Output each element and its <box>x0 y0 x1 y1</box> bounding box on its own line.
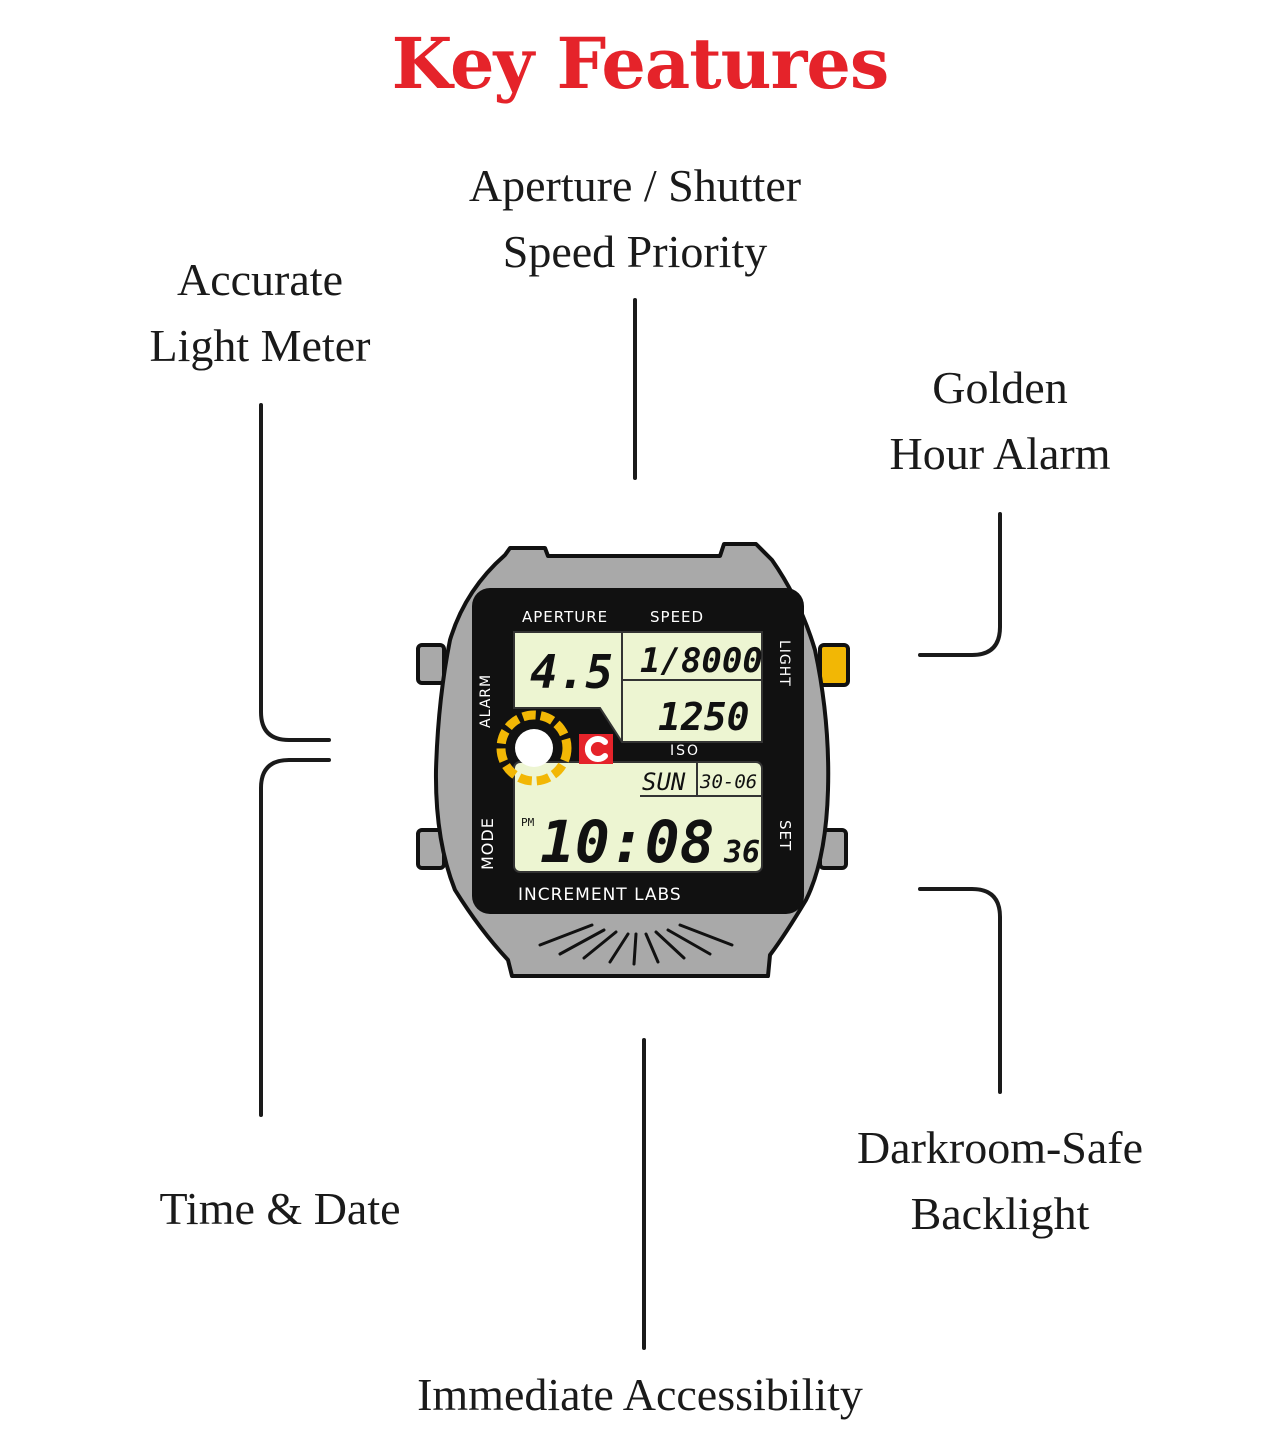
aperture-label: APERTURE <box>522 608 608 626</box>
lcd-values: 4.5 1/8000 1250 SUN 30-06 PM 10:08 36 <box>521 641 763 876</box>
feature-label-time-date: Time & Date <box>90 1176 470 1242</box>
set-label: SET <box>776 820 794 851</box>
case-grille <box>538 923 734 966</box>
light-button <box>818 643 850 687</box>
sun-icon <box>496 710 572 786</box>
feature-label-line: Accurate <box>177 254 343 305</box>
lcd-lower <box>513 761 763 873</box>
feature-label-line: Speed Priority <box>502 226 768 277</box>
day-value: SUN <box>642 768 686 796</box>
feature-label-line: Hour Alarm <box>889 428 1111 479</box>
speed-label: SPEED <box>650 608 704 626</box>
feature-label-line: Backlight <box>910 1188 1090 1239</box>
connector-lines <box>259 298 1002 1350</box>
date-value: 30-06 <box>699 771 757 793</box>
feature-label-line: Immediate Accessibility <box>417 1369 863 1420</box>
connector-light-meter <box>259 403 331 742</box>
feature-label-golden-hour: Golden Hour Alarm <box>820 355 1180 487</box>
time-value: 10:08 <box>540 808 715 876</box>
brand-label: INCREMENT LABS <box>518 885 682 905</box>
connector-golden-hour <box>918 512 1002 657</box>
iso-label: ISO <box>670 743 700 759</box>
feature-label-line: Aperture / Shutter <box>468 160 802 211</box>
feature-label-line: Light Meter <box>149 320 371 371</box>
connector-darkroom <box>918 887 1002 1094</box>
face-labels: APERTURE SPEED ISO ALARM MODE LIGHT SET … <box>478 608 794 905</box>
meridiem-value: PM <box>521 816 535 829</box>
feature-label-line: Golden <box>932 362 1068 413</box>
page-title: Key Features <box>391 22 890 105</box>
feature-label-darkroom: Darkroom-Safe Backlight <box>800 1115 1200 1247</box>
feature-label-aperture-priority: Aperture / Shutter Speed Priority <box>385 153 885 285</box>
feature-label-line: Darkroom-Safe <box>856 1122 1144 1173</box>
connector-time-date <box>259 758 331 1117</box>
mode-label: MODE <box>478 817 497 870</box>
iso-value: 1250 <box>658 695 750 739</box>
alarm-button <box>416 643 446 685</box>
shutter-value: 1/8000 <box>640 641 763 681</box>
feature-label-light-meter: Accurate Light Meter <box>80 247 440 379</box>
feature-label-accessibility: Immediate Accessibility <box>340 1362 940 1428</box>
alarm-label: ALARM <box>478 674 494 728</box>
light-label: LIGHT <box>776 640 792 687</box>
feature-label-line: Time & Date <box>159 1183 401 1234</box>
seconds-value: 36 <box>723 835 760 870</box>
aperture-value: 4.5 <box>530 645 613 699</box>
brand-logo-icon <box>579 734 613 764</box>
